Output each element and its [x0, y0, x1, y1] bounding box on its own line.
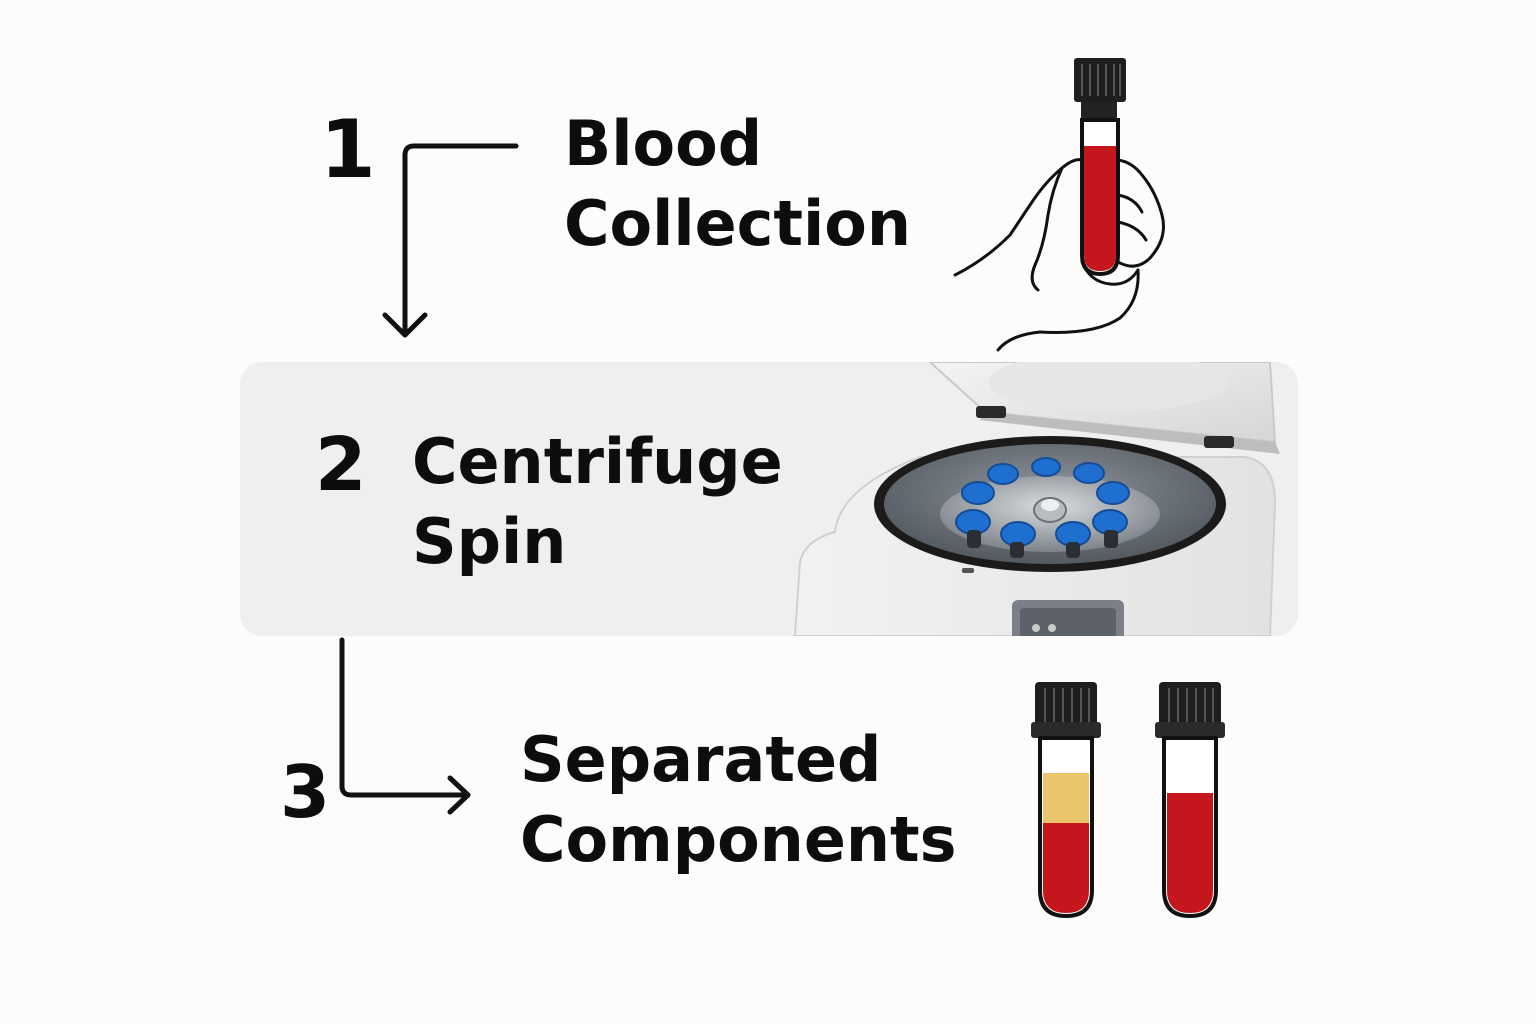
separated-tube-icon: [1031, 682, 1101, 919]
step-1-title-line-1: Blood: [564, 107, 763, 180]
step-3-title: Separated Components: [520, 720, 957, 880]
step-2-panel: [240, 362, 1298, 636]
arrow-step2-to-step3: [339, 637, 471, 815]
step-2-number: 2: [315, 422, 367, 508]
hand-holding-tube-icon: [953, 58, 1165, 352]
step-2-title-line-2: Spin: [412, 505, 567, 578]
whole-blood-tube-icon: [1155, 682, 1225, 919]
step-3-title-line-2: Components: [520, 803, 957, 876]
step-1-title-line-2: Collection: [564, 187, 912, 260]
step-1-title: Blood Collection: [564, 104, 911, 264]
step-2-title-line-1: Centrifuge: [412, 425, 783, 498]
step-3-number: 3: [280, 750, 331, 834]
centrifuge-icon: [793, 362, 1280, 636]
step-1-number: 1: [320, 103, 376, 196]
step-2-title: Centrifuge Spin: [412, 422, 783, 582]
arrow-step1-to-step2: [382, 143, 519, 338]
step-3-title-line-1: Separated: [520, 723, 882, 796]
